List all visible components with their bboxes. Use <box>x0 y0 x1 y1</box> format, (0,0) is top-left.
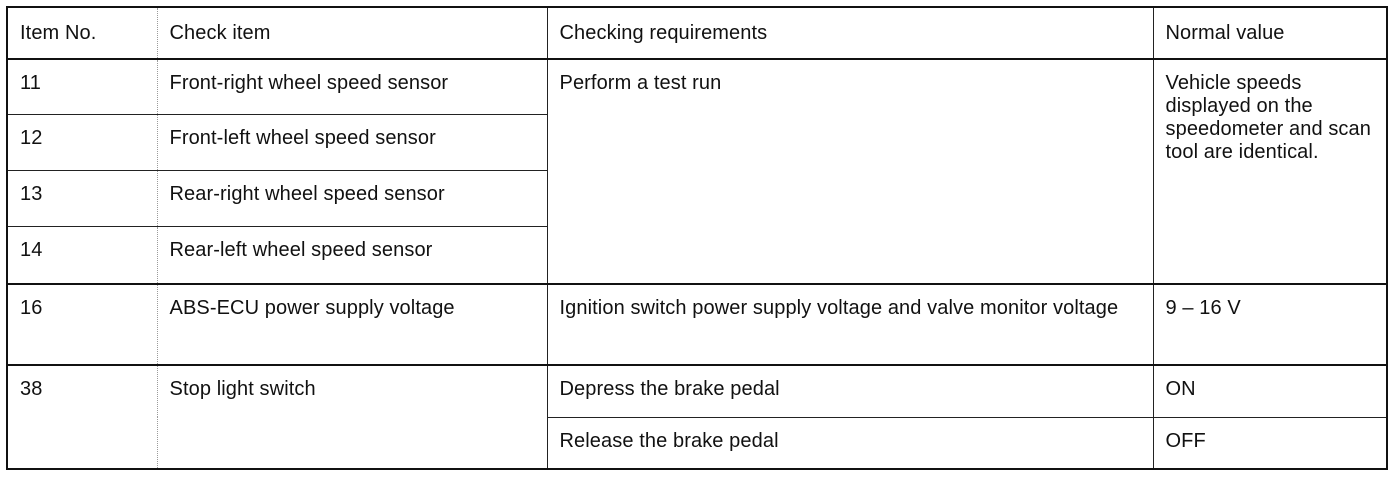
item-no-cell: 12 <box>6 113 158 171</box>
check-item-table: Item No. Check item Checking requirement… <box>6 6 1388 470</box>
table-row: 16 ABS-ECU power supply voltage Ignition… <box>6 283 1388 366</box>
normal-value-cell: OFF <box>1152 416 1388 470</box>
item-no-cell: 38 <box>6 364 158 470</box>
check-item-cell: Front-right wheel speed sensor <box>156 58 548 115</box>
item-no-cell: 16 <box>6 283 158 366</box>
table-row: 12 Front-left wheel speed sensor <box>6 113 1387 171</box>
requirement-cell: Ignition switch power supply voltage and… <box>546 283 1154 366</box>
requirement-cell: Perform a test run <box>546 58 1154 285</box>
item-no-cell: 13 <box>6 169 158 227</box>
header-normal-value: Normal value <box>1152 6 1388 60</box>
header-check-item: Check item <box>156 6 548 60</box>
check-item-cell: Front-left wheel speed sensor <box>156 113 548 171</box>
table-row: 38 Stop light switch Depress the brake p… <box>6 364 1388 470</box>
normal-value-cell: 9 – 16 V <box>1152 283 1388 366</box>
header-row: Item No. Check item Checking requirement… <box>6 6 1388 60</box>
table-body: 11 Front-right wheel speed sensor Perfor… <box>6 58 1388 470</box>
table-row: Release the brake pedal OFF <box>7 416 1388 470</box>
spec-table-container: Item No. Check item Checking requirement… <box>6 6 1388 470</box>
check-item-cell: Rear-right wheel speed sensor <box>156 169 548 227</box>
table-header: Item No. Check item Checking requirement… <box>6 6 1388 60</box>
table-row: 11 Front-right wheel speed sensor Perfor… <box>6 58 1388 285</box>
table-row: 13 Rear-right wheel speed sensor <box>6 169 1387 227</box>
header-checking-requirements: Checking requirements <box>546 6 1154 60</box>
check-item-cell: ABS-ECU power supply voltage <box>156 283 548 366</box>
table-row: 14 Rear-left wheel speed sensor <box>6 225 1387 285</box>
check-item-cell: Rear-left wheel speed sensor <box>156 225 548 285</box>
normal-value-cell: Vehicle speeds displayed on the speedome… <box>1152 58 1388 285</box>
header-item-no: Item No. <box>6 6 158 60</box>
item-no-cell: 11 <box>6 58 158 115</box>
check-item-cell: Stop light switch <box>156 364 548 470</box>
requirement-cell: Release the brake pedal <box>546 416 1154 470</box>
requirement-cell: Depress the brake pedal <box>546 364 1154 418</box>
normal-value-cell: ON <box>1152 364 1388 418</box>
item-no-cell: 14 <box>6 225 158 285</box>
